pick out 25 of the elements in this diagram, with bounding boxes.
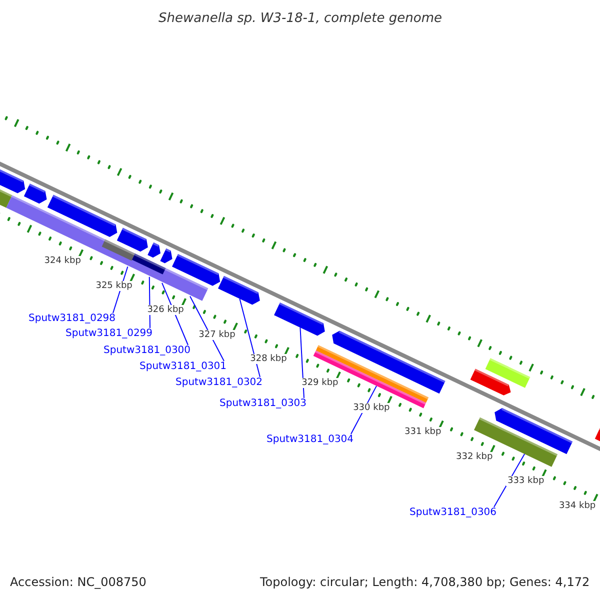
gene-label: Sputw3181_0298: [28, 312, 116, 324]
leader-line: [300, 327, 304, 398]
position-label: 325 kbp: [94, 280, 134, 291]
map-title: Shewanella sp. W3-18-1, complete genome: [158, 10, 442, 26]
gene-label: Sputw3181_0306: [410, 506, 497, 518]
gene-label: Sputw3181_0303: [220, 398, 307, 408]
position-label: 329 kbp: [300, 378, 340, 388]
position-label: 331 kbp: [404, 427, 442, 438]
genome-summary: Topology: circular; Length: 4,708,380 bp; Genes: 4,172: [260, 575, 590, 589]
position-label: 327 kbp: [198, 330, 236, 340]
leader-line: [190, 296, 224, 362]
position-label: 324 kbp: [43, 256, 82, 266]
accession-text: Accession: NC_008750: [10, 575, 146, 589]
position-label: 326 kbp: [146, 305, 185, 316]
gene-label: Sputw3181_0304: [266, 434, 354, 444]
position-label: 334 kbp: [558, 500, 597, 511]
position-label: 332 kbp: [455, 452, 494, 462]
position-label: 328 kbp: [249, 354, 288, 364]
gene-label: Sputw3181_0301: [140, 360, 227, 372]
position-label: 333 kbp: [506, 476, 546, 486]
gene-label: Sputw3181_0300: [104, 344, 191, 356]
leader-line: [239, 298, 260, 378]
gene-label: Sputw3181_0302: [176, 376, 263, 388]
position-label: 330 kbp: [352, 402, 391, 413]
gene-label: Sputw3181_0299: [66, 328, 153, 338]
